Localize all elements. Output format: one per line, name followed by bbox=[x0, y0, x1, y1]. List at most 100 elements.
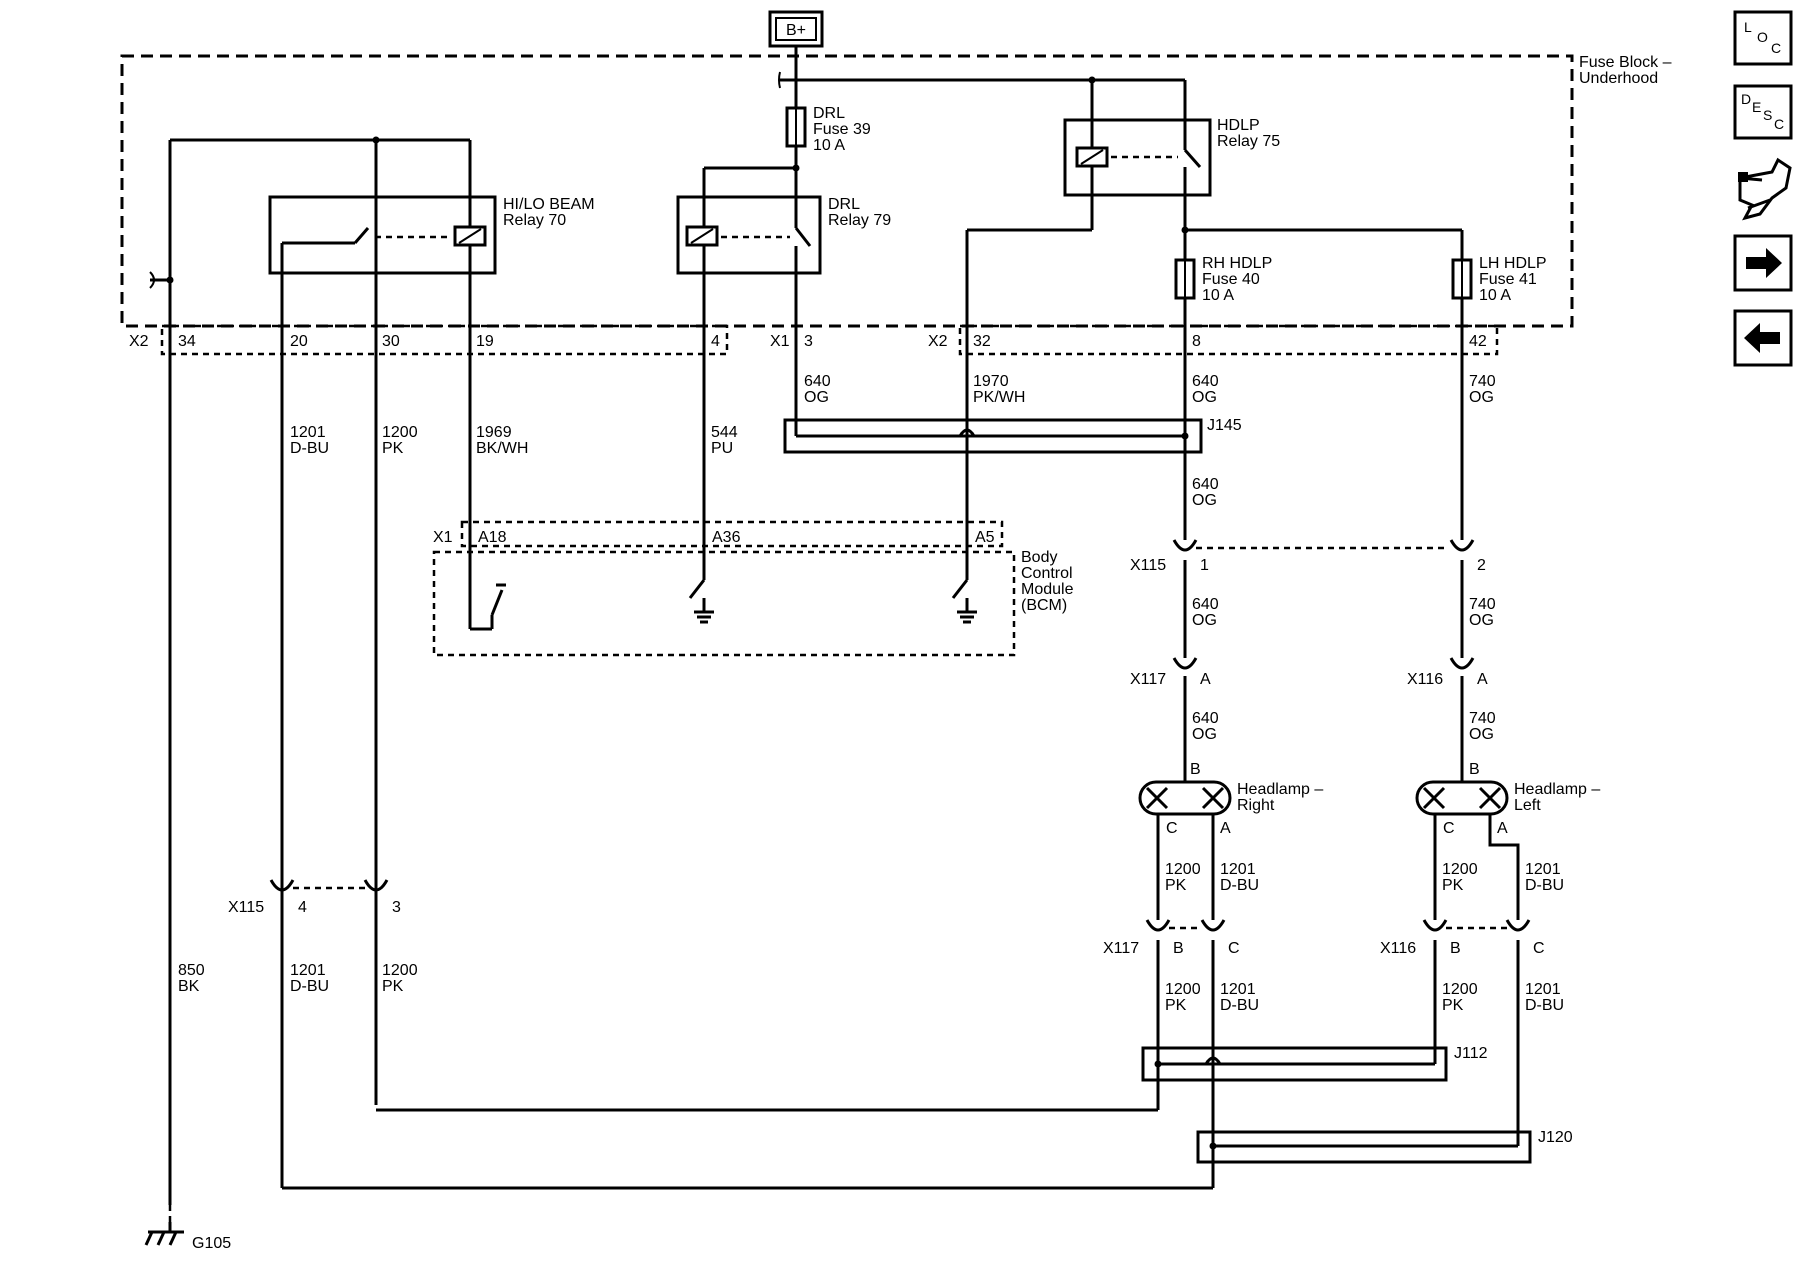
wire-label-color: D-BU bbox=[1220, 997, 1259, 1014]
desc-letter-2: E bbox=[1752, 99, 1761, 115]
wire-label-circuit: 640 bbox=[1192, 710, 1219, 727]
wire-label-color: PU bbox=[711, 440, 733, 457]
wire-label-color: PK bbox=[382, 978, 404, 995]
splice-j145-label: J145 bbox=[1207, 417, 1242, 434]
rh-fuse-number: Fuse 40 bbox=[1202, 271, 1260, 288]
drl-relay-name: DRL bbox=[828, 196, 860, 213]
lh-fuse-name: LH HDLP bbox=[1479, 255, 1547, 272]
desc-button[interactable]: D E S C bbox=[1733, 84, 1793, 140]
wire-label-circuit: 1200 bbox=[1442, 981, 1478, 998]
fuse-pin-19: 19 bbox=[476, 333, 494, 350]
bcm-name-3: Module bbox=[1021, 581, 1074, 598]
x117-bottom-label: X117 bbox=[1103, 940, 1139, 957]
hdlp-relay-number: Relay 75 bbox=[1217, 133, 1280, 150]
wire-label-color: OG bbox=[1192, 612, 1217, 629]
x115-left-pin-3: 3 bbox=[392, 899, 401, 916]
battery-source: B+ bbox=[768, 10, 824, 80]
headlamp-left-name-1: Headlamp – bbox=[1514, 781, 1600, 798]
wire-label-circuit: 1201 bbox=[290, 962, 326, 979]
headlamp-left-pin-b: B bbox=[1469, 761, 1480, 778]
wire-label-color: PK bbox=[1165, 997, 1187, 1014]
fuse-block-title-1: Fuse Block – bbox=[1579, 54, 1672, 71]
fuse-pin-8: 8 bbox=[1192, 333, 1201, 350]
connector-x116-top: X116 A bbox=[1407, 657, 1488, 688]
wire-label-circuit: 1970 bbox=[973, 373, 1009, 390]
connector-tool-icon[interactable] bbox=[1738, 157, 1792, 221]
x115-top-pin-2: 2 bbox=[1477, 557, 1486, 574]
desc-letter-1: D bbox=[1741, 91, 1751, 107]
fuse-block-title-2: Underhood bbox=[1579, 70, 1658, 87]
bcm-pin-a18: A18 bbox=[478, 529, 507, 546]
drl-fuse: DRL Fuse 39 10 A bbox=[785, 80, 871, 172]
x116-bottom-label: X116 bbox=[1380, 940, 1416, 957]
connector-x117-top: X117 A bbox=[1130, 657, 1211, 688]
x117-top-label: X117 bbox=[1130, 671, 1166, 688]
wire-label-color: BK/WH bbox=[476, 440, 528, 457]
drl-fuse-number: Fuse 39 bbox=[813, 121, 871, 138]
fuse-pin-4: 4 bbox=[711, 333, 720, 350]
wire-label-circuit: 640 bbox=[804, 373, 831, 390]
arrow-left-icon[interactable] bbox=[1733, 309, 1793, 367]
x2-mid-connector-strip bbox=[958, 324, 1499, 356]
bcm-name-4: (BCM) bbox=[1021, 597, 1067, 614]
x116-bottom-pin-b: B bbox=[1450, 940, 1461, 957]
x116-bottom-pin-c: C bbox=[1533, 940, 1545, 957]
wire-label-circuit: 1200 bbox=[1165, 981, 1201, 998]
wire-label-color: OG bbox=[1469, 389, 1494, 406]
headlamp-left-pin-c: C bbox=[1443, 820, 1455, 837]
wire-label-circuit: 1201 bbox=[290, 424, 326, 441]
wire-label-color: D-BU bbox=[290, 978, 329, 995]
wire-label-color: PK bbox=[1165, 877, 1187, 894]
wire-label-color: OG bbox=[1192, 492, 1217, 509]
wire-label-color: D-BU bbox=[1220, 877, 1259, 894]
desc-letter-3: S bbox=[1763, 107, 1772, 123]
wire-label-circuit: 740 bbox=[1469, 596, 1496, 613]
hilo-relay-number: Relay 70 bbox=[503, 212, 566, 229]
x117-bottom-pin-c: C bbox=[1228, 940, 1240, 957]
bcm-pin-a36: A36 bbox=[712, 529, 741, 546]
source-label: B+ bbox=[786, 22, 806, 39]
wire-label-circuit: 640 bbox=[1192, 596, 1219, 613]
loc-letter-3: C bbox=[1771, 40, 1781, 56]
wire-label-circuit: 1200 bbox=[382, 962, 418, 979]
headlamp-left-name-2: Left bbox=[1514, 797, 1541, 814]
wire-label-color: PK bbox=[382, 440, 404, 457]
headlamp-left: B Headlamp – Left C A bbox=[1415, 761, 1600, 837]
x115-top-pin-1: 1 bbox=[1200, 557, 1209, 574]
splice-j112-label: J112 bbox=[1454, 1045, 1488, 1062]
headlamp-right-pin-c: C bbox=[1166, 820, 1178, 837]
arrow-right-icon[interactable] bbox=[1733, 234, 1793, 292]
wire-label-color: PK/WH bbox=[973, 389, 1025, 406]
headlamp-right-name-1: Headlamp – bbox=[1237, 781, 1323, 798]
wire-label-color: OG bbox=[1192, 726, 1217, 743]
wire-label-color: PK bbox=[1442, 877, 1464, 894]
loc-button[interactable]: L O C bbox=[1733, 10, 1793, 66]
wire-label-color: OG bbox=[804, 389, 829, 406]
fuse-pin-20: 20 bbox=[290, 333, 308, 350]
wire-label-color: D-BU bbox=[1525, 877, 1564, 894]
wire-label-circuit: 640 bbox=[1192, 373, 1219, 390]
drl-fuse-rating: 10 A bbox=[813, 137, 845, 154]
wire-label-color: OG bbox=[1192, 389, 1217, 406]
drl-relay: DRL Relay 79 bbox=[676, 195, 891, 275]
fuse-block-outline bbox=[120, 54, 1574, 328]
wire-label-circuit: 1201 bbox=[1220, 861, 1256, 878]
bcm-connector: X1 bbox=[433, 529, 453, 546]
rh-fuse-rating: 10 A bbox=[1202, 287, 1234, 304]
wire-label-circuit: 544 bbox=[711, 424, 738, 441]
splice-j112: J112 bbox=[1141, 1045, 1488, 1082]
lh-hdlp-fuse: LH HDLP Fuse 41 10 A bbox=[1451, 230, 1547, 304]
bcm-name-2: Control bbox=[1021, 565, 1073, 582]
hdlp-relay-name: HDLP bbox=[1217, 117, 1260, 134]
wire-label-circuit: 740 bbox=[1469, 710, 1496, 727]
wire-label-circuit: 640 bbox=[1192, 476, 1219, 493]
desc-letter-4: C bbox=[1774, 116, 1784, 132]
wire-label-color: D-BU bbox=[1525, 997, 1564, 1014]
fuse-pin-42: 42 bbox=[1469, 333, 1487, 350]
x117-bottom-pin-b: B bbox=[1173, 940, 1184, 957]
headlamp-right: B Headlamp – Right C A bbox=[1138, 761, 1323, 837]
hilo-relay-name: HI/LO BEAM bbox=[503, 196, 595, 213]
rh-hdlp-fuse: RH HDLP Fuse 40 10 A bbox=[1174, 230, 1272, 304]
wire-label-color: BK bbox=[178, 978, 200, 995]
